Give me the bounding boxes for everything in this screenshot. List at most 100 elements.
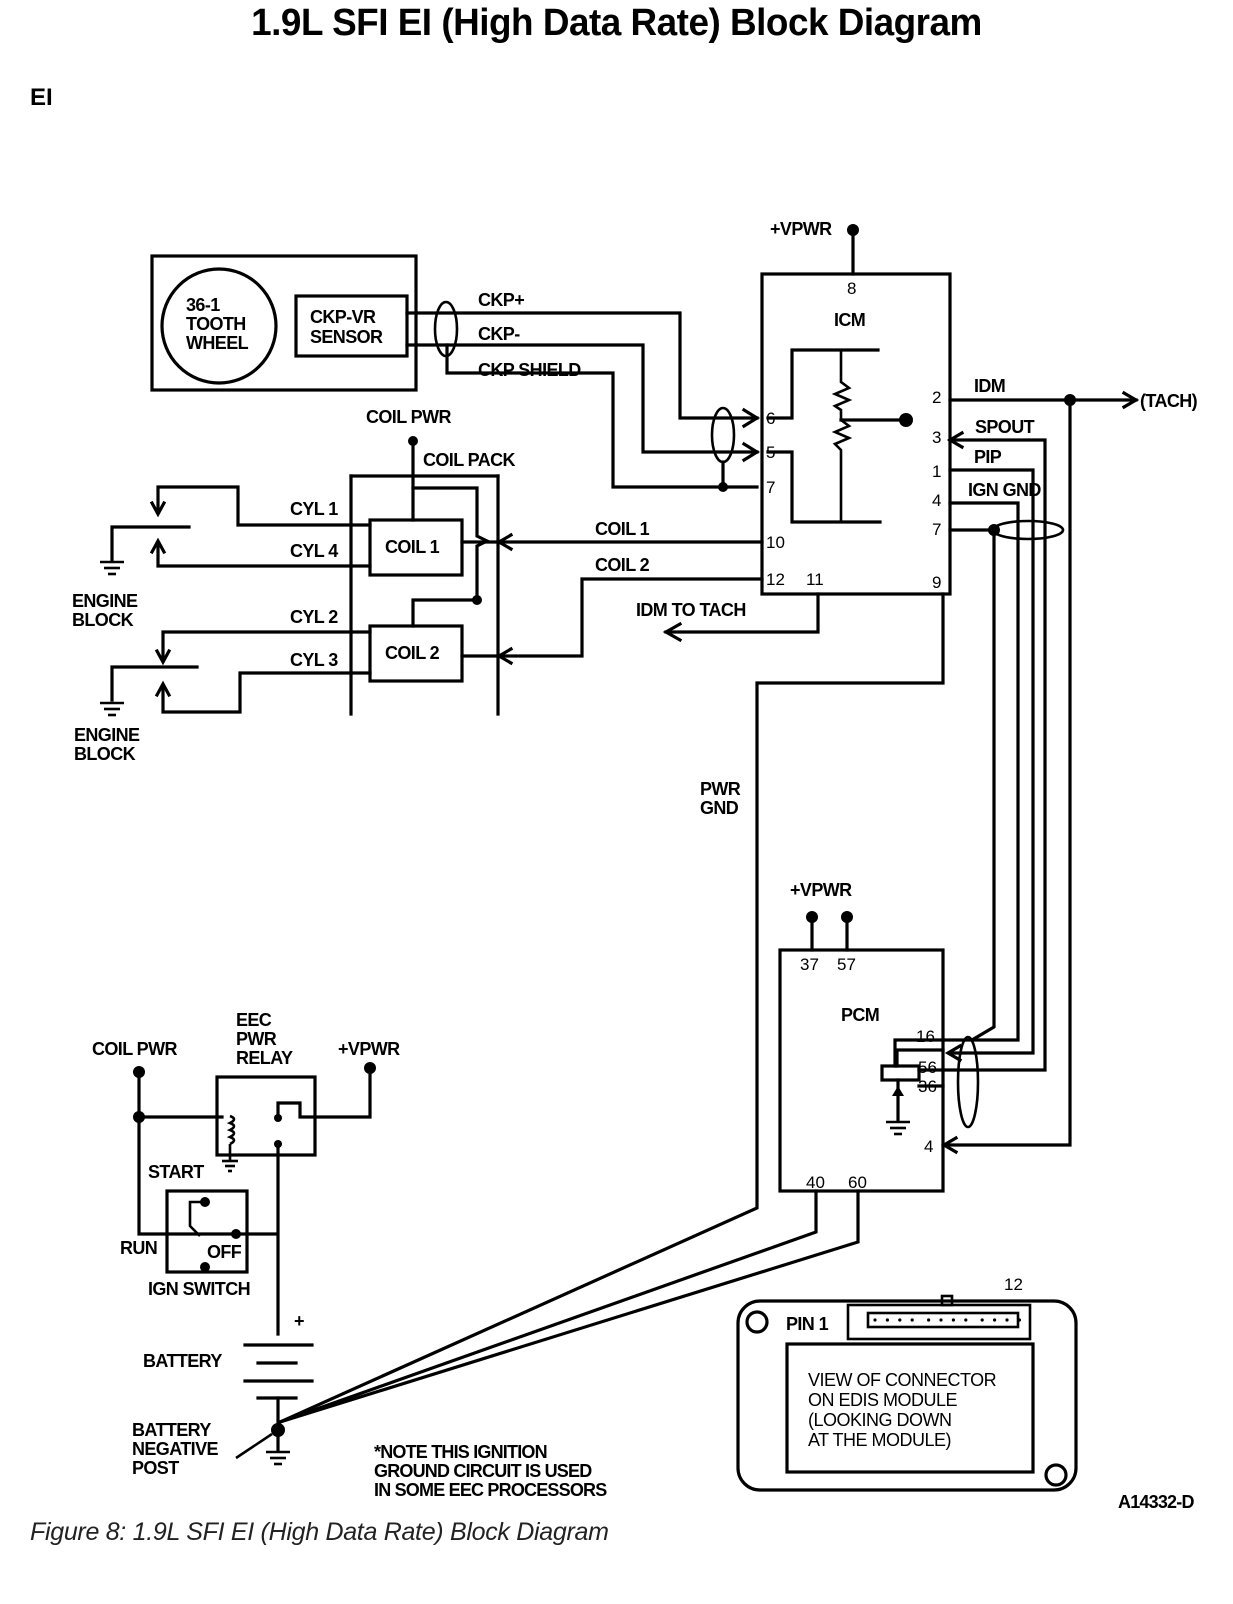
edis-connector-view: PIN 1 12 VIEW OF CONNECTOR ON EDIS MODUL… xyxy=(736,1275,1078,1492)
edis-module-outline xyxy=(736,1299,1078,1492)
spout-label: SPOUT xyxy=(975,417,1035,437)
coil-pwr-2-wire xyxy=(137,1070,277,1236)
coil-1-box xyxy=(368,518,464,577)
connector-pin xyxy=(873,1318,877,1322)
idm-to-tach-wire xyxy=(664,592,820,634)
pcm-pin-37: 37 xyxy=(800,955,819,974)
switch-run-label: RUN xyxy=(120,1238,157,1258)
ground-icon xyxy=(100,560,124,576)
cyl4-label: CYL 4 xyxy=(290,541,338,561)
ckp-vr-sensor-label-1: CKP-VR xyxy=(310,307,376,327)
pcm-internal-16 xyxy=(895,1048,945,1068)
crank-sensor-assembly: 36-1 TOOTH WHEEL CKP-VR SENSOR xyxy=(150,254,418,392)
coil-2-driver-wire xyxy=(460,577,764,658)
pip-label: PIP xyxy=(974,447,1002,467)
cyl1-label: CYL 1 xyxy=(290,499,338,519)
connector-pin xyxy=(980,1318,984,1322)
icm-pin-5: 5 xyxy=(766,443,775,462)
connector-shell xyxy=(846,1303,1032,1341)
connector-pin xyxy=(939,1318,943,1322)
cyl3-wire xyxy=(161,671,372,714)
idm-label: IDM xyxy=(974,376,1005,396)
pin12-label: 12 xyxy=(1004,1275,1023,1294)
pcm-driver-block xyxy=(880,1064,921,1082)
ground-icon xyxy=(100,701,124,717)
ground-icon xyxy=(886,1120,910,1136)
connector-desc-2: ON EDIS MODULE xyxy=(808,1390,958,1410)
icm-internal-bottom xyxy=(766,450,882,524)
connector-desc-4: AT THE MODULE) xyxy=(808,1430,951,1450)
connector-pin xyxy=(1017,1318,1022,1322)
pcm-module: +VPWR 37 57 PCM 16 56 36 4 40 60 xyxy=(277,880,980,1425)
switch-run-contact xyxy=(231,1229,241,1239)
connector-pin xyxy=(927,1318,931,1322)
icm-pin-11: 11 xyxy=(806,570,824,589)
icm-pin-1: 1 xyxy=(932,462,941,481)
icm-vpwr-terminal xyxy=(847,224,859,236)
coil-2-box xyxy=(368,624,464,683)
ckp-plus-wire xyxy=(405,311,759,420)
relay-contact xyxy=(274,1114,282,1122)
cyl2-wire xyxy=(161,630,372,660)
shield-twist-4 xyxy=(956,1035,980,1129)
coil-2-arrow xyxy=(495,646,514,666)
pcm-vpwr-terminal xyxy=(841,911,853,923)
icm-resistor xyxy=(831,350,853,522)
coil-pwr-label: COIL PWR xyxy=(366,407,451,427)
ign-switch-label: IGN SWITCH xyxy=(148,1279,250,1299)
note-line-1: *NOTE THIS IGNITION xyxy=(374,1442,547,1462)
icm-vpwr-label: +VPWR xyxy=(770,219,832,239)
relay-contact-wire xyxy=(276,1068,372,1120)
note-line-2: GROUND CIRCUIT IS USED xyxy=(374,1461,592,1481)
mount-hole-top-left xyxy=(745,1310,769,1334)
pin1-label: PIN 1 xyxy=(786,1314,829,1334)
tach-arrow xyxy=(1121,390,1140,410)
mount-hole-bottom-right xyxy=(1044,1463,1068,1487)
ckp-vr-sensor xyxy=(294,294,409,358)
tooth-wheel-label-3: WHEEL xyxy=(186,333,249,353)
pcm-pin-60: 60 xyxy=(848,1173,867,1192)
connector-key xyxy=(940,1294,954,1307)
connector-pin xyxy=(898,1318,902,1322)
coil-driver-wiring: COIL 1 COIL 2 IDM TO TACH xyxy=(460,519,820,666)
icm-box xyxy=(760,272,952,596)
power-circuit: COIL PWR EEC PWR RELAY +VPWR START RUN O… xyxy=(92,1010,401,1478)
ckp-vr-sensor-label-2: SENSOR xyxy=(310,327,383,347)
icm-pin-9: 9 xyxy=(932,573,941,592)
pip-wire xyxy=(948,468,1035,1055)
cyl1-arrow xyxy=(149,500,167,518)
arrow-pin6 xyxy=(741,407,761,429)
idm-pcm-wire xyxy=(942,398,1072,1147)
pcm-pin-57: 57 xyxy=(837,955,856,974)
icm-pin-7-left: 7 xyxy=(766,478,775,497)
coil-pwr-2-label: COIL PWR xyxy=(92,1039,177,1059)
switch-start-contact xyxy=(200,1197,210,1207)
coil-pwr-terminal xyxy=(408,436,418,446)
neg-post-leader xyxy=(235,1432,273,1460)
pcm-label: PCM xyxy=(841,1005,879,1025)
figure-caption: Figure 8: 1.9L SFI EI (High Data Rate) B… xyxy=(30,1518,609,1546)
neg-post-label-2: NEGATIVE xyxy=(132,1439,218,1459)
coil-pack-label: COIL PACK xyxy=(423,450,516,470)
switch-off-label: OFF xyxy=(207,1242,242,1262)
cyl2-arrow xyxy=(154,648,172,666)
ckp-shield-label: CKP SHIELD xyxy=(478,360,581,380)
pcm-pin60-ground-wire xyxy=(277,1189,860,1425)
ground-icon xyxy=(266,1450,290,1466)
battery-plus-label: + xyxy=(294,1311,304,1331)
ground-icon xyxy=(222,1159,238,1173)
relay-label-2: PWR xyxy=(236,1029,277,1049)
connector-desc-3: (LOOKING DOWN xyxy=(808,1410,952,1430)
sensor-housing xyxy=(150,254,418,392)
relay-coil-icon xyxy=(226,1114,236,1146)
tooth-wheel-label-2: TOOTH xyxy=(186,314,246,334)
tach-label: (TACH) xyxy=(1140,391,1198,411)
engine-block-1-label-1: ENGINE xyxy=(72,591,138,611)
connector-description-box xyxy=(785,1342,1035,1474)
pcm-pin-16: 16 xyxy=(916,1027,935,1046)
idm-to-tach-label: IDM TO TACH xyxy=(636,600,746,620)
coil-2-label: COIL 2 xyxy=(385,643,440,663)
icm-pcm-wiring: IDM (TACH) SPOUT PIP IGN GND xyxy=(893,376,1198,1155)
drawing-id: A14332-D xyxy=(1118,1492,1194,1512)
